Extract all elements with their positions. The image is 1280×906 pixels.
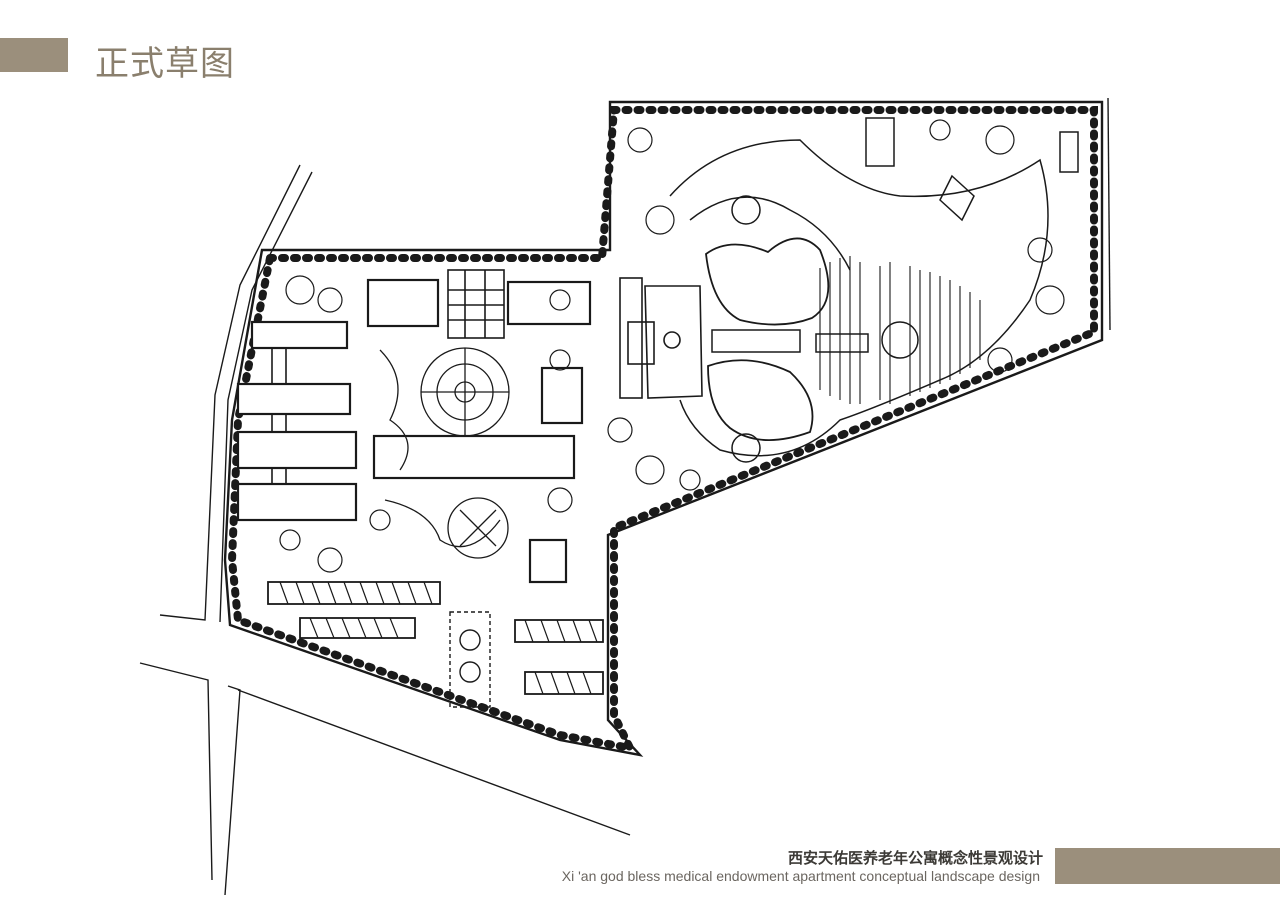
south-promenade [449,611,491,708]
parking-stripes [279,581,598,695]
central-plaza [619,277,703,399]
footer-accent-bar [1055,848,1280,884]
building-blocks [236,278,592,584]
parking-areas [267,581,604,695]
east-park [669,117,1079,463]
block-connectors [271,269,505,484]
page-title: 正式草图 [95,44,235,84]
footer-title-cn: 西安天佑医养老年公寓概念性景观设计 [787,849,1043,867]
site-boundary [223,100,1104,757]
footer-title-en: Xi 'an god bless medical endowment apart… [561,868,1040,884]
road-lines [139,97,1111,896]
tree-clusters [279,119,1065,573]
title-accent-bar [0,38,68,72]
boundary-tree-row [227,106,1098,754]
courtyard-gardens [379,347,510,559]
paving-stripes [819,256,981,404]
